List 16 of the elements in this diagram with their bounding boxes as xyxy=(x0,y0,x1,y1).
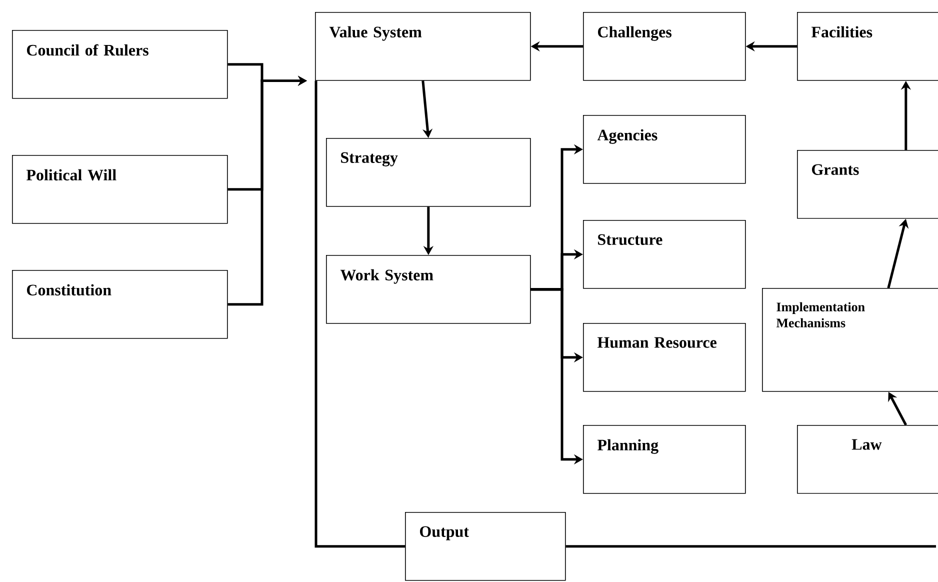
process-box: Strategy xyxy=(326,138,531,207)
process-box: Implementation Mechanisms xyxy=(762,288,938,392)
process-box: Political Will xyxy=(12,155,228,224)
process-box: Law xyxy=(797,425,938,494)
process-box: Output xyxy=(405,512,566,581)
process-box: Work System xyxy=(326,255,531,324)
process-box: Structure xyxy=(583,220,746,289)
process-box: Facilities xyxy=(797,12,938,81)
process-box: Human Resource xyxy=(583,323,746,392)
process-box: Council of Rulers xyxy=(12,30,228,99)
process-box: Grants xyxy=(797,150,938,219)
process-box: Agencies xyxy=(583,115,746,184)
process-box: Planning xyxy=(583,425,746,494)
process-box: Constitution xyxy=(12,270,228,339)
process-box: Value System xyxy=(315,12,531,81)
process-box: Challenges xyxy=(583,12,746,81)
